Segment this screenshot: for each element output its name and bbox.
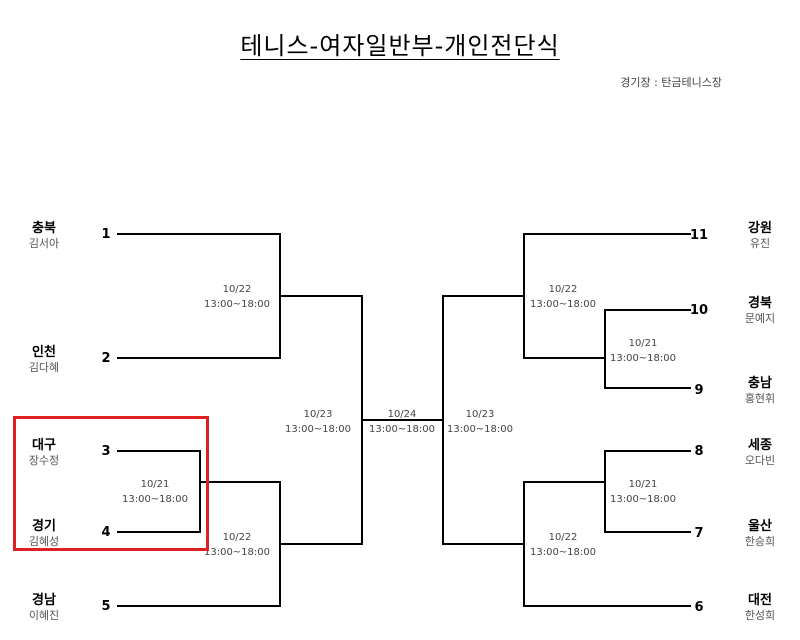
team-slot-1: 충북 김서아 [14, 221, 74, 251]
team-region: 울산 [748, 519, 772, 534]
team-region: 대구 [32, 438, 56, 453]
seed-number: 9 [694, 383, 704, 398]
team-slot-2: 인천 김다혜 [14, 345, 74, 375]
match-date: 10/23 [303, 409, 333, 420]
match-date: 10/24 [387, 409, 417, 420]
team-player: 이혜진 [28, 609, 60, 622]
team-slot-6: 대전 한성희 [730, 593, 790, 623]
team-region: 경남 [32, 593, 56, 608]
match-time: 13:00~18:00 [284, 424, 351, 435]
team-slot-5: 경남 이혜진 [14, 593, 74, 623]
match-date: 10/21 [140, 479, 170, 490]
match-date: 10/23 [465, 409, 495, 420]
seed-number: 3 [101, 444, 111, 459]
team-player: 김혜성 [28, 535, 60, 548]
team-slot-11: 강원 유진 [730, 221, 790, 251]
bracket-line-10v9 [604, 309, 691, 389]
match-schedule-87v6: 10/22 13:00~18:00 [518, 530, 608, 560]
page-title-text: 테니스-여자일반부-개인전단식 [240, 32, 560, 60]
team-region: 충남 [748, 376, 772, 391]
match-date: 10/22 [548, 284, 578, 295]
match-schedule-right-semi: 10/23 13:00~18:00 [435, 407, 525, 437]
team-player: 김다혜 [28, 361, 60, 374]
team-player: 한승희 [744, 535, 776, 548]
team-player: 김서아 [28, 237, 60, 250]
page-title: 테니스-여자일반부-개인전단식 [0, 26, 800, 61]
seed-number: 11 [689, 228, 709, 243]
match-time: 13:00~18:00 [121, 494, 188, 505]
seed-number: 10 [689, 303, 709, 318]
bracket-line-11 [523, 233, 691, 359]
bracket-line-3v4 [117, 450, 201, 533]
team-region: 충북 [32, 221, 56, 236]
team-player: 문예지 [744, 312, 776, 325]
team-slot-3: 대구 장수정 [14, 438, 74, 468]
seed-number: 8 [694, 444, 704, 459]
bracket-line-8v7 [604, 450, 691, 533]
match-time: 13:00~18:00 [529, 547, 596, 558]
team-slot-7: 울산 한승희 [730, 519, 790, 549]
seed-number: 6 [694, 600, 704, 615]
match-date: 10/21 [628, 479, 658, 490]
match-schedule-final: 10/24 13:00~18:00 [357, 407, 447, 437]
seed-number: 5 [101, 599, 111, 614]
team-slot-10: 경북 문예지 [730, 296, 790, 326]
match-date: 10/21 [628, 338, 658, 349]
seed-number: 4 [101, 525, 111, 540]
match-schedule-1v2: 10/22 13:00~18:00 [192, 282, 282, 312]
seed-number: 2 [101, 351, 111, 366]
bracket-line-34v5 [117, 481, 281, 607]
team-region: 경북 [748, 296, 772, 311]
match-schedule-8v7: 10/21 13:00~18:00 [598, 477, 688, 507]
match-schedule-left-semi: 10/23 13:00~18:00 [273, 407, 363, 437]
team-region: 인천 [32, 345, 56, 360]
match-date: 10/22 [222, 284, 252, 295]
team-slot-9: 충남 홍현휘 [730, 376, 790, 406]
seed-number: 7 [694, 526, 704, 541]
team-player: 장수정 [28, 454, 60, 467]
team-slot-8: 세종 오다빈 [730, 438, 790, 468]
match-schedule-34v5: 10/22 13:00~18:00 [192, 530, 282, 560]
team-player: 한성희 [744, 609, 776, 622]
match-schedule-10v9: 10/21 13:00~18:00 [598, 336, 688, 366]
team-player: 오다빈 [744, 454, 776, 467]
highlight-box [13, 416, 209, 551]
team-region: 경기 [32, 519, 56, 534]
team-region: 세종 [748, 438, 772, 453]
match-date: 10/22 [548, 532, 578, 543]
team-region: 강원 [748, 221, 772, 236]
match-time: 13:00~18:00 [203, 299, 270, 310]
match-time: 13:00~18:00 [368, 424, 435, 435]
seed-number: 1 [101, 227, 111, 242]
match-date: 10/22 [222, 532, 252, 543]
team-region: 대전 [748, 593, 772, 608]
match-time: 13:00~18:00 [609, 494, 676, 505]
team-slot-4: 경기 김혜성 [14, 519, 74, 549]
match-time: 13:00~18:00 [203, 547, 270, 558]
match-time: 13:00~18:00 [529, 299, 596, 310]
venue-label: 경기장 : 탄금테니스장 [620, 76, 722, 89]
match-schedule-11: 10/22 13:00~18:00 [518, 282, 608, 312]
match-time: 13:00~18:00 [609, 353, 676, 364]
match-schedule-3v4: 10/21 13:00~18:00 [110, 477, 200, 507]
team-player: 유진 [749, 237, 771, 250]
bracket-line-87v6 [523, 481, 691, 607]
team-player: 홍현휘 [744, 392, 776, 405]
match-time: 13:00~18:00 [446, 424, 513, 435]
